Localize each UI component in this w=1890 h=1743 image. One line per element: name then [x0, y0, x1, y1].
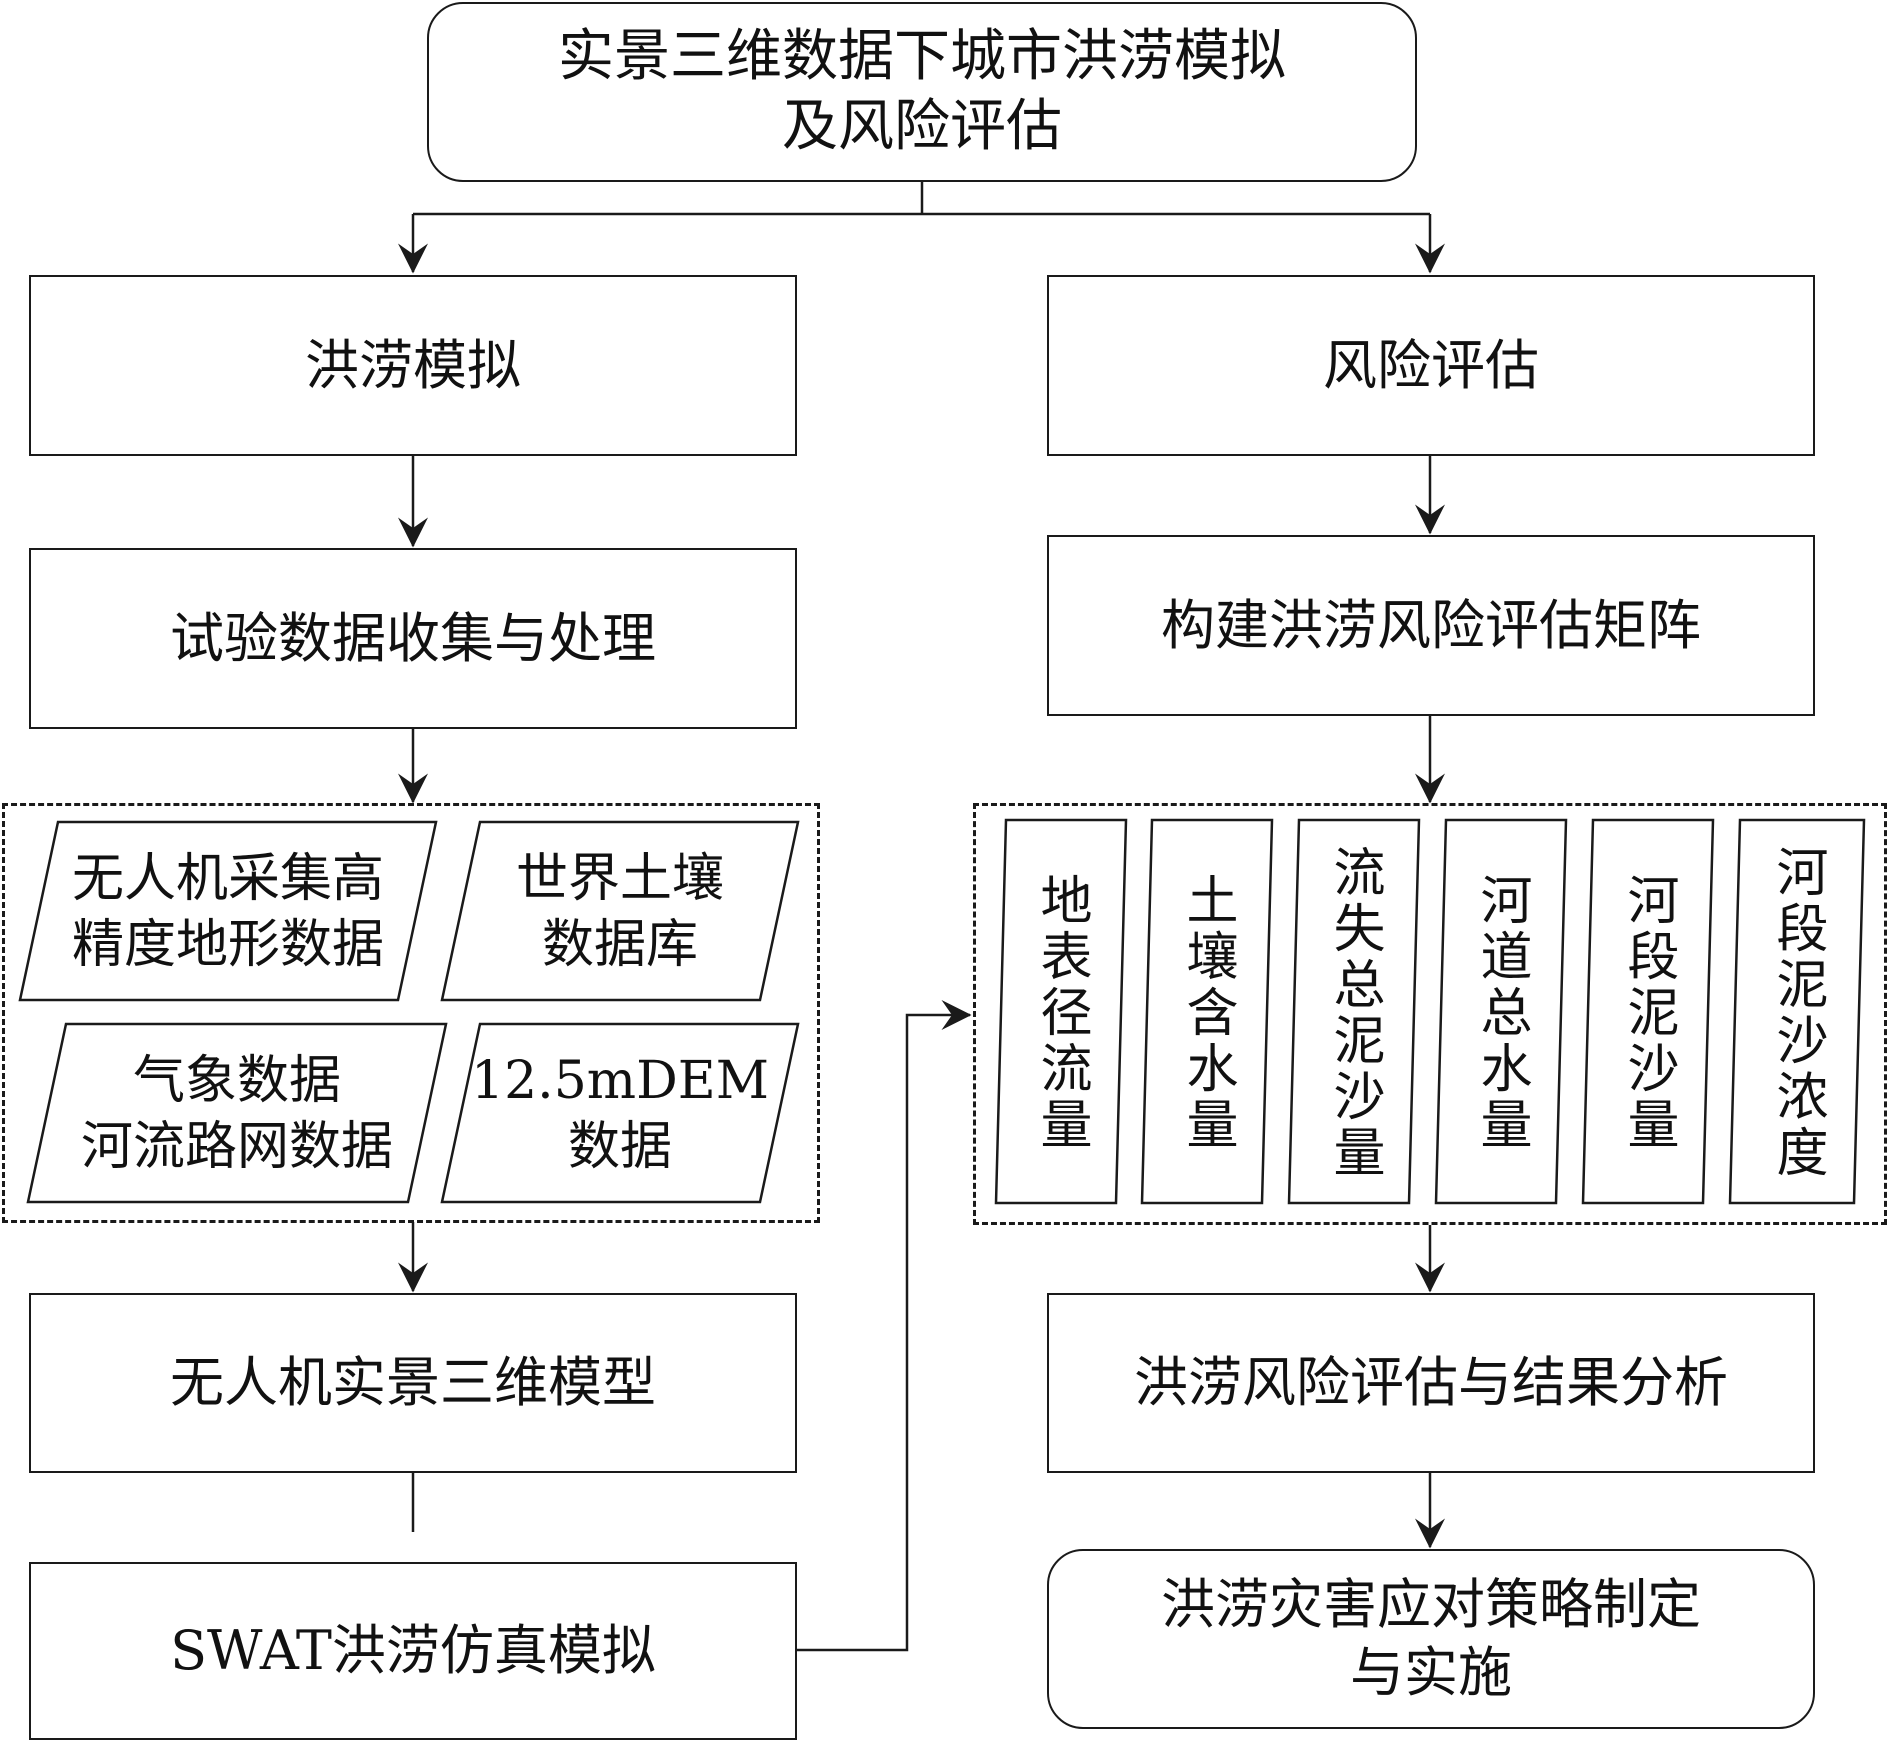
- strategy-label: 洪涝灾害应对策略制定 与实施: [1161, 1573, 1701, 1704]
- indicator-river-total-water: 河道总水量: [1434, 818, 1568, 1205]
- data-source-soil-database: 世界土壤 数据库: [440, 820, 800, 1002]
- data-source-weather-river: 气象数据 河流路网数据: [26, 1022, 448, 1204]
- data-source-label: 气象数据 河流路网数据: [80, 1051, 393, 1177]
- indicator-label: 河段泥沙浓度: [1767, 844, 1827, 1181]
- strategy-box: 洪涝灾害应对策略制定 与实施: [1047, 1549, 1815, 1729]
- indicator-label: 流失总泥沙量: [1324, 844, 1384, 1181]
- indicator-shape: [1434, 818, 1568, 1205]
- indicator-shape: [1728, 818, 1866, 1205]
- parallelogram-shape: [440, 820, 800, 1002]
- indicator-shape: [1581, 818, 1715, 1205]
- risk-evaluation-label: 风险评估: [1323, 333, 1539, 397]
- arrow-swat-to-indicators: [795, 1000, 972, 1652]
- data-source-uav-terrain: 无人机采集高 精度地形数据: [18, 820, 438, 1002]
- indicator-label: 土壤含水量: [1177, 872, 1237, 1153]
- parallelogram-shape: [440, 1022, 800, 1204]
- data-source-label: 12.5mDEM 数据: [471, 1051, 769, 1177]
- data-collection-box: 试验数据收集与处理: [29, 548, 797, 729]
- risk-evaluation-box: 风险评估: [1047, 275, 1815, 456]
- risk-analysis-label: 洪涝风险评估与结果分析: [1134, 1351, 1728, 1414]
- data-collection-label: 试验数据收集与处理: [170, 606, 656, 670]
- indicator-total-sediment-loss: 流失总泥沙量: [1287, 818, 1421, 1205]
- indicator-reach-sediment-concentration: 河段泥沙浓度: [1728, 818, 1866, 1205]
- risk-matrix-label: 构建洪涝风险评估矩阵: [1161, 593, 1701, 657]
- data-sources-group: [2, 803, 820, 1223]
- indicator-shape: [1140, 818, 1274, 1205]
- indicator-shape: [994, 818, 1128, 1205]
- risk-analysis-box: 洪涝风险评估与结果分析: [1047, 1293, 1815, 1473]
- swat-simulation-label: SWAT洪涝仿真模拟: [170, 1619, 656, 1682]
- flood-simulation-label: 洪涝模拟: [305, 333, 521, 397]
- indicator-label: 河道总水量: [1471, 872, 1531, 1153]
- indicator-surface-runoff: 地表径流量: [994, 818, 1128, 1205]
- indicator-label: 河段泥沙量: [1618, 872, 1678, 1153]
- risk-matrix-box: 构建洪涝风险评估矩阵: [1047, 535, 1815, 716]
- swat-simulation-box: SWAT洪涝仿真模拟: [29, 1562, 797, 1740]
- data-source-label: 无人机采集高 精度地形数据: [71, 849, 384, 975]
- indicator-reach-sediment: 河段泥沙量: [1581, 818, 1715, 1205]
- data-source-dem: 12.5mDEM 数据: [440, 1022, 800, 1204]
- indicator-label: 地表径流量: [1031, 872, 1091, 1153]
- title-text: 实景三维数据下城市洪涝模拟 及风险评估: [558, 24, 1286, 159]
- parallelogram-shape: [26, 1022, 448, 1204]
- uav-model-box: 无人机实景三维模型: [29, 1293, 797, 1473]
- indicators-group: [973, 803, 1887, 1225]
- data-source-label: 世界土壤 数据库: [515, 849, 724, 975]
- parallelogram-shape: [18, 820, 438, 1002]
- uav-model-label: 无人机实景三维模型: [170, 1351, 656, 1414]
- indicator-soil-moisture: 土壤含水量: [1140, 818, 1274, 1205]
- flood-simulation-box: 洪涝模拟: [29, 275, 797, 456]
- indicator-shape: [1287, 818, 1421, 1205]
- title-box: 实景三维数据下城市洪涝模拟 及风险评估: [427, 2, 1417, 182]
